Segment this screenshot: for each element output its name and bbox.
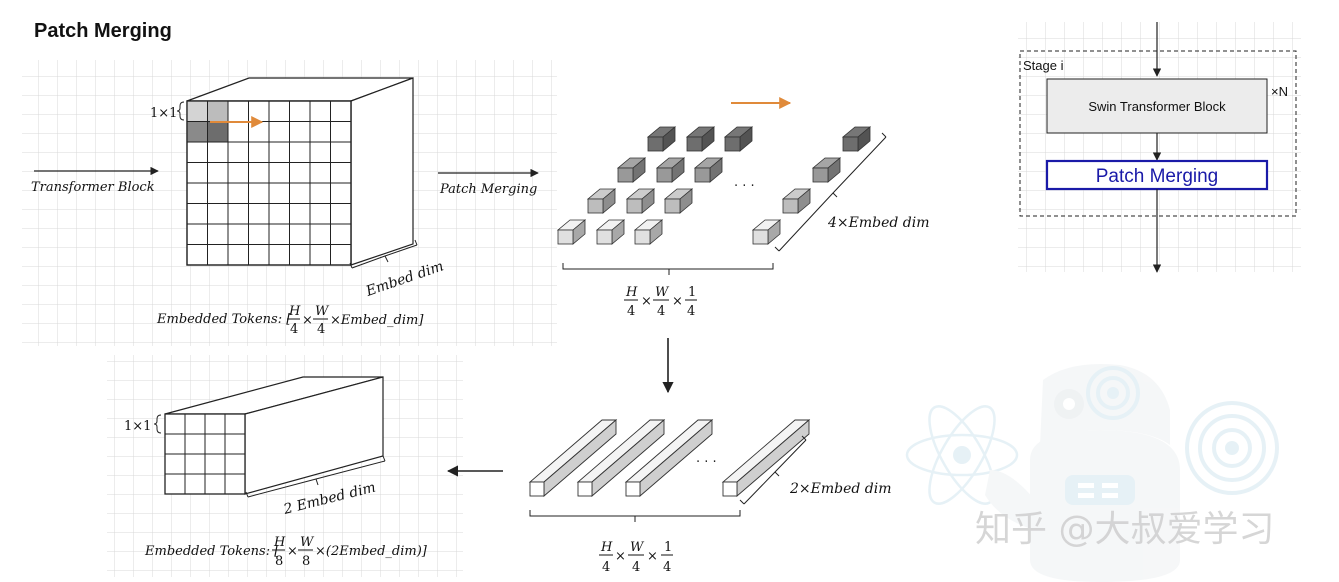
patch-cell-light-2 xyxy=(207,101,228,122)
patch-cell-dark-2 xyxy=(207,121,228,142)
bar-1-segment-1 xyxy=(556,219,587,245)
watermark-robot-logo xyxy=(905,364,1279,582)
merged-token-bars-top xyxy=(556,126,872,245)
token-cube-bottom xyxy=(164,376,384,495)
bottom-patch-size-label: 1×1 xyxy=(124,419,151,434)
bar-3-segment-1 xyxy=(633,219,664,245)
bars-ellipsis-bottom: · · · xyxy=(696,455,717,470)
frac-bot-1: 1 xyxy=(664,540,672,555)
bars-width-brace-top xyxy=(562,263,774,275)
bar-2-segment-2 xyxy=(625,188,656,214)
patch-cell-light-1 xyxy=(187,101,208,122)
bar-2-segment-4 xyxy=(685,126,716,152)
frac-top-W: W xyxy=(655,285,670,300)
embedded-tokens-label: Embedded Tokens: [ xyxy=(156,312,292,327)
times-b-1: × xyxy=(287,544,298,559)
bar-1-segment-4 xyxy=(646,126,677,152)
token-cube-top xyxy=(186,77,414,266)
patch-cell-dark-1 xyxy=(187,121,208,142)
frac-b-8b: 8 xyxy=(302,554,310,569)
frac-bot-H: H xyxy=(600,540,613,555)
times-bot-1: × xyxy=(615,549,626,564)
bars-formula-top: H 4 × W 4 × 1 4 xyxy=(624,285,697,319)
bars-formula-bottom: H 4 × W 4 × 1 4 xyxy=(599,540,673,575)
stage-panel: Stage i Swin Transformer Block ×N Patch … xyxy=(1019,22,1297,273)
long-bar-2 xyxy=(576,419,666,497)
frac-b-W: W xyxy=(300,535,315,550)
bar-4-segment-4 xyxy=(841,126,872,152)
swin-block-label: Swin Transformer Block xyxy=(1088,99,1226,114)
frac-bot-W: W xyxy=(630,540,645,555)
bars-depth-label-bottom: 2×Embed dim xyxy=(789,481,892,497)
long-bar-1 xyxy=(528,419,618,497)
patch-merging-arrow-label: Patch Merging xyxy=(439,182,537,197)
times-bot-2: × xyxy=(647,549,658,564)
times-1: × xyxy=(302,313,313,328)
bar-4-segment-3 xyxy=(811,157,842,183)
bar-4-segment-2 xyxy=(781,188,812,214)
frac-bot-4c: 4 xyxy=(663,560,671,575)
bars-depth-label-top: 4×Embed dim xyxy=(827,215,930,231)
frac-4b: 4 xyxy=(317,322,325,337)
frac-H: H xyxy=(288,304,301,319)
watermark-text: 知乎 @大叔爱学习 xyxy=(975,509,1274,550)
embedded-tokens-formula-bottom: Embedded Tokens: [ H 8 × W 8 ×(2Embed_di… xyxy=(144,535,428,569)
swin-block-box xyxy=(1046,78,1268,134)
bar-3-segment-2 xyxy=(663,188,694,214)
embedded-tokens-suffix: ×Embed_dim] xyxy=(330,313,424,328)
frac-W: W xyxy=(315,304,330,319)
grid-panel-stage xyxy=(1018,22,1301,272)
frac-b-8a: 8 xyxy=(275,554,283,569)
frac-bot-4b: 4 xyxy=(632,560,640,575)
bars-width-brace-bottom xyxy=(529,510,741,522)
long-bar-4 xyxy=(721,419,811,497)
times-top-1: × xyxy=(641,294,652,309)
frac-bot-4a: 4 xyxy=(602,560,610,575)
frac-top-4c: 4 xyxy=(687,304,695,319)
bottom-embedded-label: Embedded Tokens: [ xyxy=(144,544,280,559)
bars-ellipsis-top: · · · xyxy=(734,179,755,194)
patch-merging-box-label: Patch Merging xyxy=(1096,166,1219,187)
page-title: Patch Merging xyxy=(34,20,172,42)
bar-1-segment-3 xyxy=(616,157,647,183)
times-top-2: × xyxy=(672,294,683,309)
embedded-tokens-formula-top: Embedded Tokens: [ H 4 × W 4 ×Embed_dim] xyxy=(156,304,424,337)
transformer-block-label: Transformer Block xyxy=(31,180,155,195)
bar-2-segment-1 xyxy=(595,219,626,245)
bar-4-segment-1 xyxy=(751,219,782,245)
frac-b-H: H xyxy=(273,535,286,550)
frac-4a: 4 xyxy=(290,322,298,337)
patch-merging-box xyxy=(1045,159,1269,191)
repeat-label: ×N xyxy=(1271,84,1288,99)
merged-token-bars-bottom xyxy=(528,419,811,497)
bar-1-segment-2 xyxy=(586,188,617,214)
stage-boundary xyxy=(1019,50,1297,217)
frac-top-1: 1 xyxy=(688,285,696,300)
patch-brace xyxy=(176,101,185,121)
frac-top-4b: 4 xyxy=(657,304,665,319)
bottom-embedded-suffix: ×(2Embed_dim)] xyxy=(315,544,428,559)
bar-3-segment-4 xyxy=(723,126,754,152)
bar-3-segment-3 xyxy=(693,157,724,183)
patch-size-label: 1×1 xyxy=(150,106,177,121)
frac-top-4a: 4 xyxy=(627,304,635,319)
frac-top-H: H xyxy=(625,285,638,300)
long-bar-3 xyxy=(624,419,714,497)
bottom-patch-brace xyxy=(153,414,162,434)
stage-label: Stage i xyxy=(1023,58,1064,73)
bar-2-segment-3 xyxy=(655,157,686,183)
